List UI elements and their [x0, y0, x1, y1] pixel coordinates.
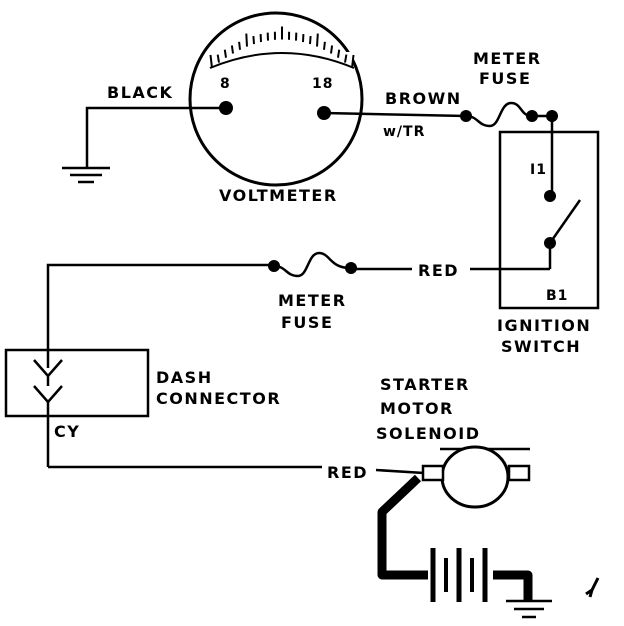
ignition-switch-body [498, 130, 600, 310]
ignition-switch-terminal-i1: I1 [530, 162, 547, 178]
solenoid-terminal-right [507, 464, 531, 482]
voltmeter-label: VOLTMETER [219, 186, 338, 205]
voltmeter-scale-tick [238, 41, 241, 50]
voltmeter-scale-tick [309, 36, 312, 45]
ground-symbol-right [506, 599, 552, 619]
ground-symbol-left [62, 166, 110, 184]
voltmeter-scale-max: 18 [312, 76, 333, 92]
battery-circuit [377, 474, 552, 619]
red-wire-top: RED [46, 261, 550, 350]
battery-symbol [430, 548, 488, 602]
ignition-switch-terminal-b1: B1 [546, 288, 568, 304]
voltmeter-scale-tick [351, 54, 355, 69]
print-mark [585, 577, 600, 598]
voltmeter-scale-tick [209, 54, 213, 69]
voltmeter-scale-tick [337, 49, 341, 58]
ignition-switch-contact-i1 [544, 190, 556, 202]
solenoid-body [440, 445, 510, 509]
meter-fuse-top: METER FUSE [460, 49, 552, 128]
battery-cable [377, 474, 428, 580]
voltmeter-scale-tick [323, 41, 326, 50]
ignition-switch-terminal-top [546, 110, 558, 122]
voltmeter-scale-tick [316, 33, 319, 47]
voltmeter-scale-tick [344, 54, 348, 63]
starter-label-line3: SOLENOID [376, 424, 480, 443]
meter-fuse-bottom: METER FUSE [268, 251, 357, 332]
meter-fuse-bottom-label-line1: METER [278, 291, 347, 310]
brown-wire-tracer-label: w/TR [383, 124, 425, 140]
black-wire: BLACK [85, 83, 226, 168]
voltmeter-scale-tick [216, 54, 220, 63]
brown-wire: BROWN w/TR [323, 89, 467, 140]
voltmeter: 8 18 VOLTMETER [188, 11, 364, 205]
meter-fuse-top-label-line1: METER [473, 49, 542, 68]
voltmeter-scale-arc [209, 52, 355, 69]
voltmeter-scale-tick [230, 45, 234, 54]
dash-connector-cavity-label: CY [54, 422, 80, 441]
voltmeter-case [188, 11, 364, 187]
red-wire-bottom: RED [48, 463, 425, 482]
voltmeter-scale-min: 8 [220, 76, 231, 92]
red-wire-top-label: RED [418, 261, 459, 280]
ignition-switch-label-line1: IGNITION [497, 316, 591, 335]
solenoid-terminal-left [421, 464, 445, 482]
dash-connector-body [4, 348, 150, 418]
dash-connector-label-line2: CONNECTOR [156, 389, 281, 408]
ignition-switch-blade [548, 199, 582, 244]
starter-label-line1: STARTER [380, 375, 470, 394]
starter-motor-solenoid: STARTER MOTOR SOLENOID [376, 375, 531, 509]
voltmeter-scale-tick [330, 45, 334, 54]
meter-fuse-top-label-line2: FUSE [479, 69, 531, 88]
red-wire-bottom-label: RED [327, 463, 368, 482]
voltmeter-scale-tick [245, 33, 248, 47]
black-wire-label: BLACK [107, 83, 173, 102]
dash-connector: DASH CONNECTOR CY [4, 348, 281, 467]
voltmeter-scale-tick [252, 36, 255, 45]
ignition-switch: I1 B1 IGNITION SWITCH [497, 110, 600, 356]
brown-wire-label: BROWN [385, 89, 462, 108]
meter-fuse-bottom-label-line2: FUSE [281, 313, 333, 332]
voltmeter-scale-tick [223, 49, 227, 58]
dash-connector-label-line1: DASH [156, 368, 213, 387]
voltmeter-scale-ticks [209, 26, 355, 69]
voltmeter-dial [212, 47, 353, 70]
ignition-switch-label-line2: SWITCH [501, 337, 581, 356]
starter-label-line2: MOTOR [380, 399, 454, 418]
